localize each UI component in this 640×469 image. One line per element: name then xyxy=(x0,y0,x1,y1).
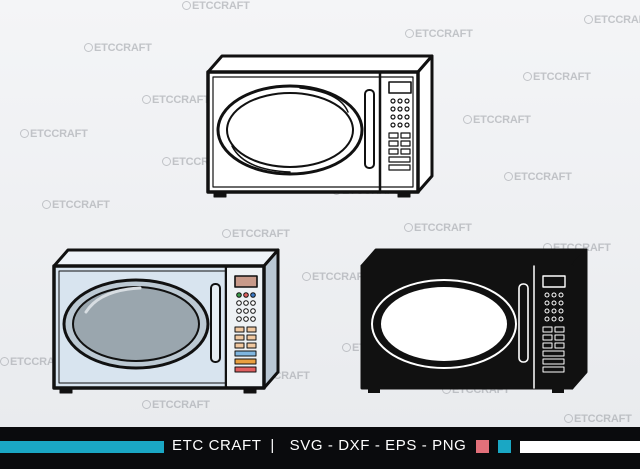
microwave-color xyxy=(52,248,280,394)
watermark: ETCCRAFT xyxy=(523,71,591,83)
footer-square-pink xyxy=(476,440,489,453)
microwave-outline xyxy=(206,54,434,198)
watermark: ETCCRAFT xyxy=(42,199,110,211)
footer-brand: ETC CRAFT xyxy=(172,437,262,454)
watermark: ETCCRAFT xyxy=(20,128,88,140)
watermark: ETCCRAFT xyxy=(142,399,210,411)
footer-bar: ETC CRAFT | SVG - DXF - EPS - PNG xyxy=(0,427,640,469)
footer-stripe-cyan xyxy=(0,441,164,453)
watermark: ETCCRAFT xyxy=(463,114,531,126)
watermark: ETCCRAFT xyxy=(84,42,152,54)
background-canvas: ETCCRAFT ETCCRAFT ETCCRAFT ETCCRAFT ETCC… xyxy=(0,0,640,427)
watermark: ETCCRAFT xyxy=(142,94,210,106)
watermark: ETCCRAFT xyxy=(584,14,640,26)
watermark: ETCCRAFT xyxy=(564,413,632,425)
watermark: ETCCRAFT xyxy=(302,271,370,283)
microwave-silhouette xyxy=(360,248,588,393)
footer-separator: | xyxy=(270,437,275,454)
microwave-illustrations xyxy=(52,54,588,394)
footer-stripe-white xyxy=(520,441,640,453)
watermark: ETCCRAFT xyxy=(404,222,472,234)
watermark: ETCCRAFT xyxy=(504,171,572,183)
watermark: ETCCRAFT xyxy=(405,28,473,40)
footer-text: ETC CRAFT | SVG - DXF - EPS - PNG xyxy=(172,437,466,454)
watermark: ETCCRAFT xyxy=(222,228,290,240)
footer-formats: SVG - DXF - EPS - PNG xyxy=(289,437,467,454)
watermark: ETCCRAFT xyxy=(182,0,250,12)
footer-square-cyan xyxy=(498,440,511,453)
